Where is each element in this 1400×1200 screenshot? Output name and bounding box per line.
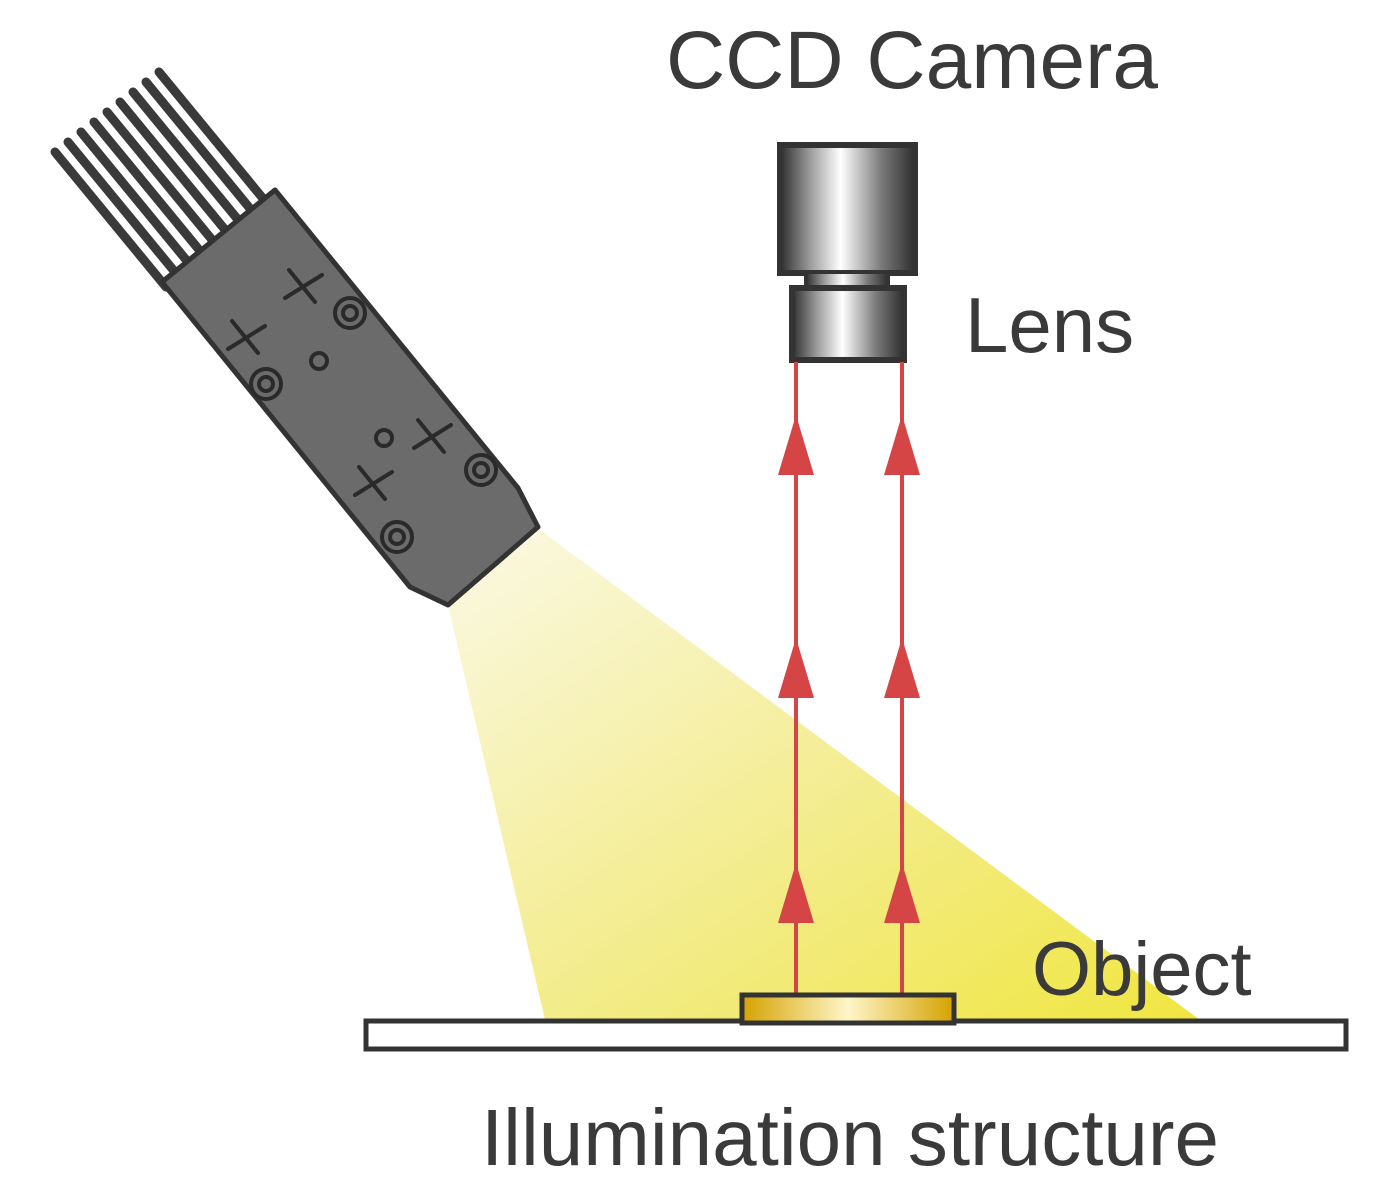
diagram-caption: Illumination structure (481, 1093, 1219, 1182)
ray-arrow (884, 863, 920, 923)
ray-arrow (778, 638, 814, 698)
ccd-camera-icon (777, 142, 918, 276)
reflected-rays (778, 362, 920, 995)
housing-screws (249, 296, 498, 554)
camera-label: CCD Camera (666, 15, 1158, 106)
ray-arrow (884, 638, 920, 698)
object (739, 992, 957, 1026)
housing-cross-marks (226, 268, 453, 501)
object-label: Object (1032, 927, 1252, 1012)
light-beam (448, 530, 1200, 1020)
lens-label: Lens (965, 281, 1134, 369)
fiber-bundle (50, 67, 275, 292)
ray-arrow (778, 863, 814, 923)
ray-arrow (778, 415, 814, 475)
fiber-optic-light-icon (50, 67, 541, 608)
ray-arrow (884, 415, 920, 475)
stage-plate (363, 1018, 1349, 1052)
lens-icon (789, 285, 907, 363)
light-housing (159, 187, 541, 608)
